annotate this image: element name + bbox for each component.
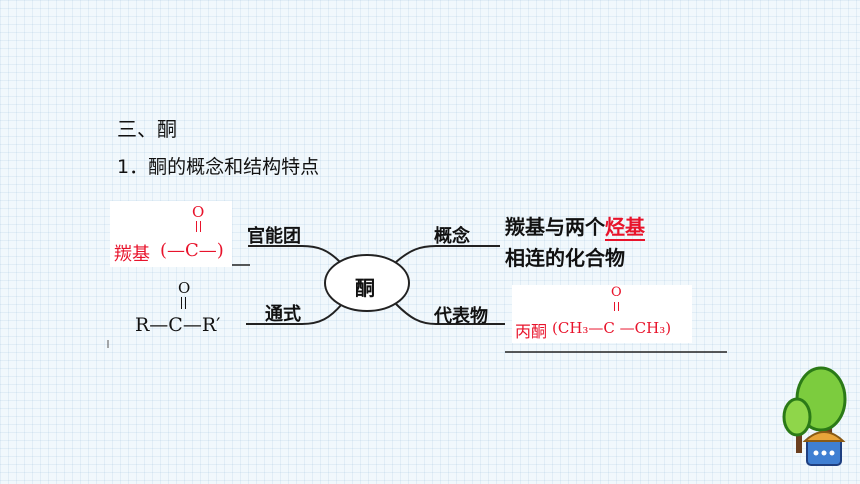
branch-label-functional-group: 官能团 — [247, 226, 301, 247]
concept-line-1: 羰基与两个烃基 — [505, 212, 645, 243]
section-title: 三、酮 — [117, 117, 177, 141]
representative-answer: O 丙酮 (CH₃—C —CH₃) — [512, 285, 692, 343]
acetone-double-bond — [614, 302, 619, 311]
branch-label-concept: 概念 — [434, 226, 470, 247]
concept-line-2: 相连的化合物 — [505, 246, 625, 270]
branch-label-general-formula: 通式 — [265, 304, 301, 325]
concept-blank-answer: 烃基 — [605, 215, 645, 241]
general-formula: R—C—R′ — [135, 314, 221, 336]
acetone-oxygen: O — [611, 285, 622, 300]
section-subtitle: 1．酮的概念和结构特点 — [117, 156, 320, 178]
center-node-ellipse — [324, 254, 410, 312]
acetone-formula: (CH₃—C —CH₃) — [552, 319, 672, 337]
functional-group-formula: (—C—) — [160, 240, 224, 261]
branch-line-concept — [395, 245, 500, 263]
concept-prefix: 羰基与两个 — [505, 215, 605, 239]
general-formula-double-bond — [181, 297, 186, 309]
branch-line-functional-group — [248, 245, 341, 263]
branch-label-representative: 代表物 — [434, 306, 488, 327]
functional-group-name: 羰基 — [114, 244, 150, 265]
center-node-label: 酮 — [355, 276, 375, 300]
tree-decoration-icon — [782, 366, 847, 466]
acetone-name: 丙酮 — [515, 322, 548, 341]
double-bond-mark — [196, 221, 201, 232]
carbonyl-oxygen: O — [192, 203, 205, 221]
concept-definition: 羰基与两个烃基 相连的化合物 — [505, 212, 645, 274]
general-formula-oxygen: O — [178, 279, 191, 297]
branch-line-general-formula — [246, 303, 343, 325]
branch-line-representative — [395, 303, 505, 325]
functional-group-answer: O 羰基 (—C—) — [110, 201, 232, 267]
